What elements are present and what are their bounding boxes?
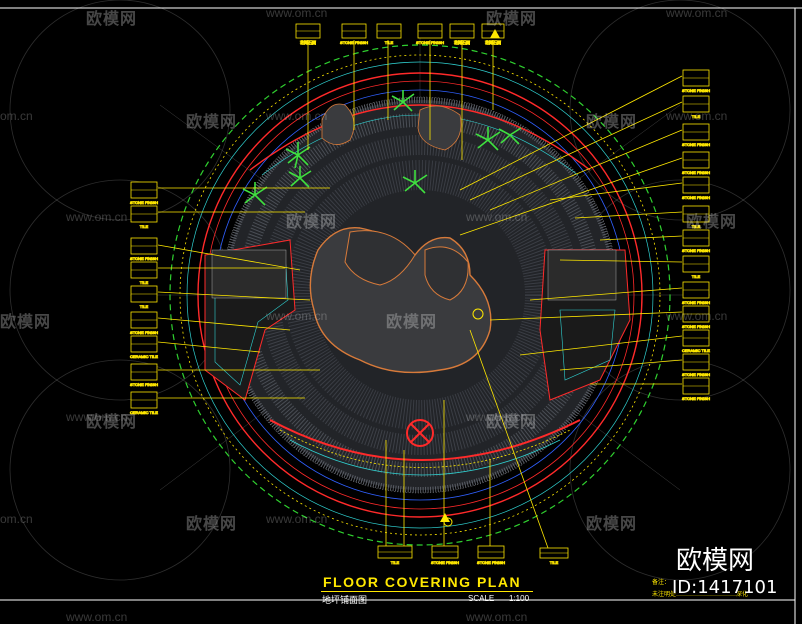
center-marker xyxy=(406,419,434,447)
brand-id: ID:1417101 xyxy=(672,577,778,598)
title-underline xyxy=(321,591,533,592)
left-wing-building xyxy=(204,239,296,401)
bottom-tag-row: TILE STONE FINISH STONE FINISH TILE xyxy=(377,545,569,565)
watermark-brand: 欧模网 xyxy=(86,412,138,431)
watermark-url: www.om.cn xyxy=(466,210,528,224)
palm-trees xyxy=(242,90,522,206)
material-tag-label: TILE xyxy=(692,274,701,279)
material-tag-label: TILE xyxy=(140,280,149,285)
watermark-url: www.om.cn xyxy=(66,610,128,624)
drawing-note-detail: 未注明处…………………………深化 xyxy=(652,591,749,598)
right-wing-building xyxy=(539,249,631,401)
scale-value: 1:100 xyxy=(509,594,530,603)
material-tag-label: STONE FINISH xyxy=(682,142,710,147)
material-tag-label: TILE xyxy=(140,224,149,229)
material-tag-label: TILE xyxy=(391,560,400,565)
central-plaza xyxy=(309,103,492,374)
watermark-url: www.om.cn xyxy=(266,309,328,323)
watermark-brand: 欧模网 xyxy=(586,514,638,533)
right-tag-column: STONE FINISH TILE STONE FINISH STONE FINISH… xyxy=(682,69,711,401)
material-tag-label: CERAMIC TILE xyxy=(130,354,158,359)
watermark-url-edge: om.cn xyxy=(0,109,33,123)
material-tag-label: STONE FINISH xyxy=(477,560,505,565)
material-tag-label: STONE FINISH xyxy=(682,324,710,329)
material-tag-label: STONE FINISH xyxy=(130,256,158,261)
watermark-url-edge: om.cn xyxy=(0,512,33,526)
material-tag-label: STONE FINISH xyxy=(431,560,459,565)
watermark-url: www.om.cn xyxy=(266,109,328,123)
watermark-brand: 欧模网 xyxy=(86,9,138,28)
material-tag-label: STONE FINISH xyxy=(682,195,710,200)
bottom-arc-seating xyxy=(269,419,581,476)
section-markers xyxy=(440,29,500,527)
material-tag-label: 花岗石面 xyxy=(485,39,501,45)
material-tag-label: 花岗石面 xyxy=(300,39,316,45)
watermark-url: www.om.cn xyxy=(266,6,328,20)
leader-lines xyxy=(157,40,683,549)
left-tag-column: STONE FINISH TILE STONE FINISH TILE TILE STON… xyxy=(130,181,159,415)
material-tag-label: STONE FINISH xyxy=(130,382,158,387)
watermark-url: www.om.cn xyxy=(66,210,128,224)
watermark-brand: 欧模网 xyxy=(486,9,538,28)
material-tag-label: STONE FINISH xyxy=(682,170,710,175)
material-tag-label: STONE FINISH xyxy=(340,40,368,45)
watermark-url: www.om.cn xyxy=(266,512,328,526)
material-tag-label: TILE xyxy=(692,114,701,119)
watermark-brand: 欧模网 xyxy=(486,412,538,431)
drawing-note: 备注： xyxy=(652,579,671,586)
watermark-brand: 欧模网 xyxy=(186,112,238,131)
scale-label: SCALE xyxy=(468,594,495,603)
material-tag-label: 花岗石面 xyxy=(454,39,470,45)
drawing-frame xyxy=(0,7,802,624)
material-tag-label: STONE FINISH xyxy=(682,88,710,93)
material-tag-label: STONE FINISH xyxy=(416,40,444,45)
drawing-subtitle: 地坪铺面图 xyxy=(322,596,368,606)
watermark-brand: 欧模网 xyxy=(186,514,238,533)
watermark-url: www.om.cn xyxy=(466,410,528,424)
watermark-brand: 欧模网 xyxy=(286,212,338,231)
top-tag-row: 花岗石面 STONE FINISH TILE STONE FINISH 花岗石面 花岗石面 xyxy=(295,23,505,45)
material-tag-label: TILE xyxy=(550,560,559,565)
watermark-brand: 欧模网 xyxy=(586,112,638,131)
watermark-url: www.om.cn xyxy=(666,6,728,20)
watermark-url: www.om.cn xyxy=(666,109,728,123)
material-tag-label: STONE FINISH xyxy=(682,300,710,305)
material-tag-label: STONE FINISH xyxy=(130,330,158,335)
watermark-brand: 欧模网 xyxy=(686,212,738,231)
watermark-url: www.om.cn xyxy=(66,410,128,424)
watermark-url: www.om.cn xyxy=(466,610,528,624)
brand-watermark: 欧模网 xyxy=(676,546,755,576)
watermark-brand: 欧模网 xyxy=(0,312,52,331)
material-tag-label: STONE FINISH xyxy=(682,248,710,253)
material-tag-label: STONE FINISH xyxy=(682,396,710,401)
drawing-title: FLOOR COVERING PLAN xyxy=(323,574,522,590)
material-tag-label: STONE FINISH xyxy=(130,200,158,205)
material-tag-label: CERAMIC TILE xyxy=(130,410,158,415)
material-tag-label: TILE xyxy=(385,40,394,45)
material-tag-label: CERAMIC TILE xyxy=(682,348,710,353)
watermark-url: www.om.cn xyxy=(666,309,728,323)
watermark-brand: 欧模网 xyxy=(386,312,438,331)
material-tag-label: TILE xyxy=(692,224,701,229)
material-tag-label: TILE xyxy=(140,304,149,309)
material-tag-label: STONE FINISH xyxy=(682,372,710,377)
